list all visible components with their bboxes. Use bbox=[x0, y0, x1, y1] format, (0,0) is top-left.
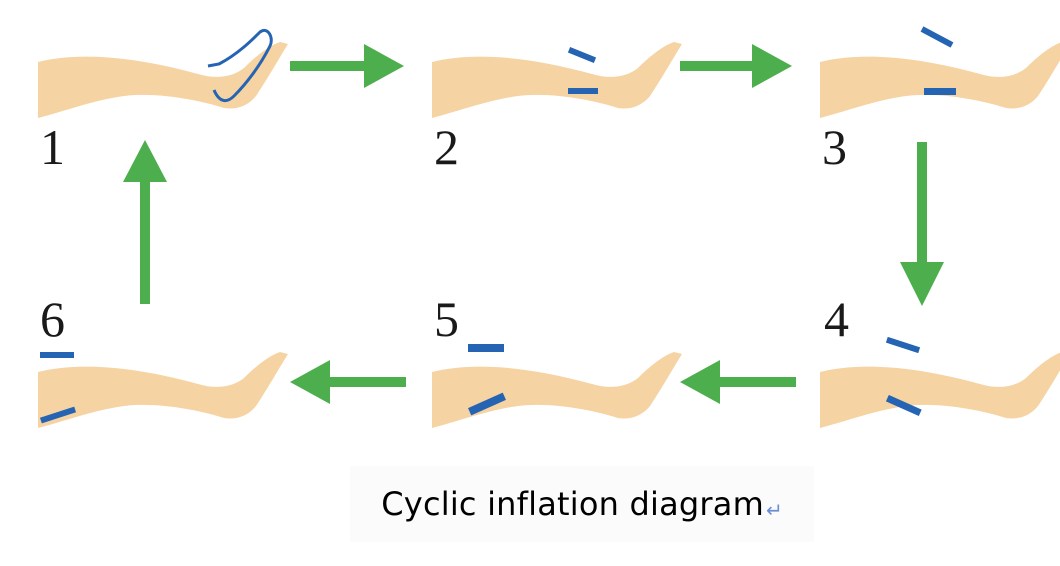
step-5-panel: 5 bbox=[432, 291, 682, 428]
cuff-knee-4b bbox=[885, 394, 922, 416]
leg-3 bbox=[820, 42, 1060, 118]
arrow-6-to-1 bbox=[123, 140, 167, 304]
cyclic-inflation-diagram: 1 2 3 4 5 6 bbox=[38, 26, 1060, 428]
leg-2 bbox=[432, 42, 682, 118]
step-3-label: 3 bbox=[822, 119, 847, 175]
arrow-1-to-2 bbox=[290, 44, 404, 88]
cuff-thigh-6 bbox=[40, 352, 74, 358]
step-6-panel: 6 bbox=[38, 291, 288, 428]
cuff-foot-1 bbox=[207, 29, 273, 102]
cuff-thigh-5b bbox=[468, 392, 506, 416]
step-1-panel: 1 bbox=[38, 29, 288, 175]
cuff-ankle-2b bbox=[568, 88, 598, 94]
arrow-4-to-5 bbox=[680, 360, 796, 404]
diagram-caption: Cyclic inflation diagram bbox=[381, 485, 764, 523]
step-4-panel: 4 bbox=[820, 291, 1060, 428]
arrow-2-to-3 bbox=[680, 44, 792, 88]
leg-1 bbox=[38, 42, 288, 118]
step-5-label: 5 bbox=[434, 291, 459, 347]
arrow-5-to-6 bbox=[290, 360, 406, 404]
step-2-panel: 2 bbox=[432, 42, 682, 175]
cuff-calf-3 bbox=[920, 26, 954, 48]
cuff-knee-4 bbox=[885, 336, 921, 354]
cuff-thigh-6b bbox=[39, 406, 77, 424]
leg-6 bbox=[38, 352, 288, 428]
cuff-thigh-5 bbox=[468, 344, 504, 352]
leg-5 bbox=[432, 352, 682, 428]
leg-4 bbox=[820, 352, 1060, 428]
paragraph-mark: ↵ bbox=[765, 498, 783, 522]
arrow-3-to-4 bbox=[900, 142, 944, 306]
step-4-label: 4 bbox=[824, 291, 849, 347]
step-6-label: 6 bbox=[40, 291, 65, 347]
step-3-panel: 3 bbox=[820, 26, 1060, 175]
caption-box: Cyclic inflation diagram↵ bbox=[350, 466, 814, 542]
step-2-label: 2 bbox=[434, 119, 459, 175]
cuff-ankle-2 bbox=[567, 46, 597, 64]
cuff-calf-3b bbox=[924, 88, 956, 95]
step-1-label: 1 bbox=[40, 119, 65, 175]
